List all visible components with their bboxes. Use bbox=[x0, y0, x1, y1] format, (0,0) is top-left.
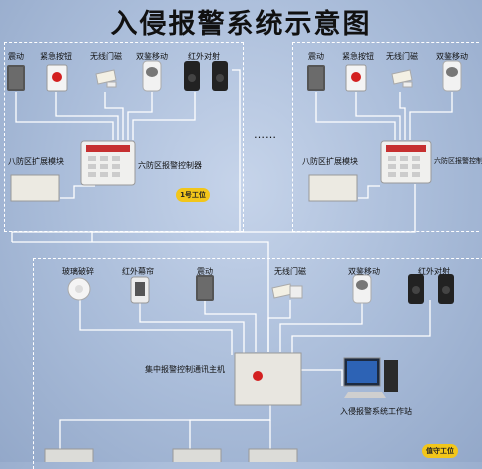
glass-break-detector-icon bbox=[67, 277, 91, 301]
zone1-sensor-label-dual: 双鉴移动 bbox=[136, 52, 168, 61]
zone1-controller-label: 六防区报警控制器 bbox=[138, 161, 202, 170]
zone1-sensor-label-vibration: 震动 bbox=[8, 52, 24, 61]
zone2-sensor-label-emergency: 紧急按钮 bbox=[342, 52, 374, 61]
bottom-sensor-label-dual: 双鉴移动 bbox=[348, 267, 380, 276]
zone1-expansion-module bbox=[10, 174, 60, 202]
infrared-beam-icon bbox=[408, 274, 454, 304]
diagram-title: 入侵报警系统示意图 bbox=[110, 9, 372, 40]
wireless-door-contact-icon bbox=[391, 69, 413, 88]
zone2-sensor-label-dual: 双鉴移动 bbox=[436, 52, 468, 61]
bottom-sensor-label-glass: 玻璃破碎 bbox=[62, 267, 94, 276]
zone1-sensor-label-door: 无线门磁 bbox=[90, 52, 122, 61]
zone2-alarm-keypad bbox=[380, 140, 432, 184]
bottom-panel-device-3 bbox=[248, 448, 298, 462]
ellipsis: …… bbox=[254, 128, 276, 141]
zone2-expansion-label: 八防区扩展模块 bbox=[302, 157, 358, 166]
zone2-controller-label: 六防区报警控制器 bbox=[434, 157, 482, 165]
infrared-beam-icon bbox=[184, 61, 228, 91]
emergency-button-icon bbox=[46, 64, 68, 92]
bottom-badge: 值守工位 bbox=[422, 444, 458, 458]
workstation-label: 入侵报警系统工作站 bbox=[340, 407, 412, 416]
zone1-sensor-label-emergency: 紧急按钮 bbox=[40, 52, 72, 61]
vibration-sensor-icon bbox=[196, 275, 214, 301]
emergency-button-icon bbox=[345, 64, 367, 92]
central-alarm-host bbox=[234, 352, 302, 406]
workstation-computer-icon bbox=[343, 357, 398, 398]
zone2-sensor-label-door: 无线门磁 bbox=[386, 52, 418, 61]
infrared-curtain-icon bbox=[130, 276, 150, 304]
bottom-sensor-label-curtain: 红外幕帘 bbox=[122, 267, 154, 276]
zone1-expansion-label: 八防区扩展模块 bbox=[8, 157, 64, 166]
zone2-sensor-label-vibration: 震动 bbox=[308, 52, 324, 61]
zone1-sensor-label-beam: 红外对射 bbox=[188, 52, 220, 61]
wireless-door-contact-icon bbox=[95, 69, 117, 88]
dual-motion-detector-icon bbox=[142, 60, 162, 92]
wireless-door-contact-icon bbox=[271, 283, 303, 299]
zone1-badge: 1号工位 bbox=[176, 188, 210, 202]
host-label: 集中报警控制通讯主机 bbox=[145, 365, 225, 374]
bottom-panel-device-1 bbox=[44, 448, 94, 462]
vibration-sensor-icon bbox=[307, 65, 325, 91]
bottom-sensor-label-beam: 红外对射 bbox=[418, 267, 450, 276]
bottom-frame bbox=[33, 258, 482, 469]
dual-motion-detector-icon bbox=[442, 60, 462, 92]
zone1-alarm-keypad bbox=[80, 140, 136, 186]
zone2-expansion-module bbox=[308, 174, 358, 202]
bottom-panel-device-2 bbox=[172, 448, 222, 462]
bottom-sensor-label-vibration: 震动 bbox=[197, 267, 213, 276]
dual-motion-detector-icon bbox=[352, 274, 372, 304]
bottom-sensor-label-door: 无线门磁 bbox=[274, 267, 306, 276]
vibration-sensor-icon bbox=[7, 65, 25, 91]
